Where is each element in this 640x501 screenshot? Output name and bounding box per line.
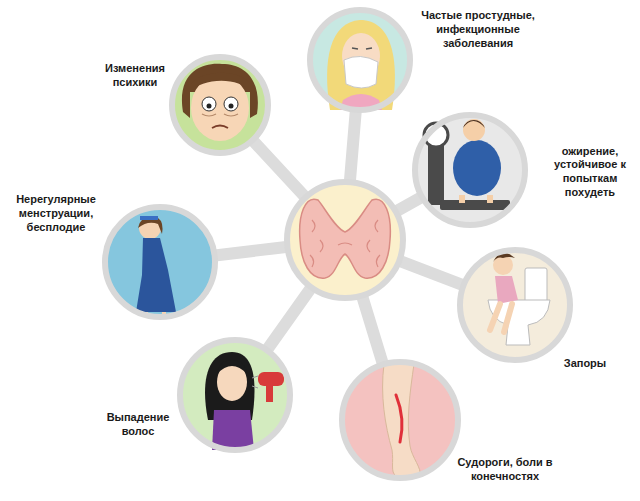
symptom-circle: Судороги, боли в конечностях	[342, 362, 458, 478]
hairdryer-illustration	[180, 340, 290, 450]
circle-ring	[105, 207, 215, 317]
symptom-circle: Выпадение волос	[180, 340, 290, 450]
circle-outline	[180, 340, 290, 450]
symptom-label: Нерегулярные менструации, бесплодие	[8, 193, 104, 234]
thyroid-illustration	[287, 182, 403, 298]
symptom-circle: Нерегулярные менструации, бесплодие	[105, 207, 215, 317]
circle-ring	[415, 115, 525, 225]
circle-ring	[310, 10, 410, 110]
circle-outline	[342, 362, 458, 478]
symptom-label: Судороги, боли в конечностях	[443, 456, 568, 484]
leg-illustration	[342, 362, 458, 478]
symptom-circle: Запоры	[460, 250, 570, 360]
symptom-circle: ожирение, устойчивое к попыткам похудеть	[415, 115, 525, 225]
circle-outline	[105, 207, 215, 317]
circle-ring	[172, 57, 268, 153]
face-illustration	[172, 57, 268, 153]
circle-ring	[460, 250, 570, 360]
circle-outline	[415, 115, 525, 225]
symptom-label: Запоры	[550, 357, 620, 371]
symptom-label: ожирение, устойчивое к попыткам похудеть	[546, 145, 634, 200]
obesity-illustration	[415, 115, 525, 225]
circle-ring	[180, 340, 290, 450]
symptom-circle: Изменения психики	[172, 57, 268, 153]
woman-illustration	[105, 207, 215, 317]
toilet-illustration	[460, 250, 570, 360]
symptom-label: Частые простудные, инфекционные заболева…	[403, 9, 553, 50]
circle-outline	[460, 250, 570, 360]
circle-outline	[172, 57, 268, 153]
symptom-label: Изменения психики	[94, 62, 176, 90]
cold-illustration	[310, 10, 410, 110]
circle-outline	[310, 10, 410, 110]
symptom-circle: Частые простудные, инфекционные заболева…	[310, 10, 410, 110]
circle-ring	[342, 362, 458, 478]
symptom-label: Выпадение волос	[98, 411, 178, 439]
